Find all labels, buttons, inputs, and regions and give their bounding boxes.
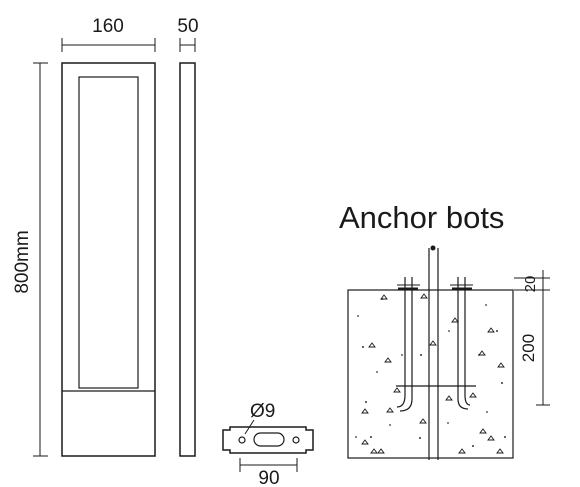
anchor-bolt-left bbox=[396, 277, 413, 412]
top-dimension-label: 20 bbox=[522, 276, 539, 293]
base-plate-view: Ø9 90 bbox=[222, 401, 314, 487]
embed-dimension-label: 200 bbox=[519, 334, 538, 362]
anchor-section-view: Anchor bots bbox=[339, 200, 550, 460]
front-view: 160 800mm bbox=[12, 16, 156, 457]
height-dimension-label: 800mm bbox=[12, 230, 33, 293]
concrete-aggregate-pattern bbox=[355, 298, 506, 447]
mounting-hole-left bbox=[238, 436, 246, 444]
mounting-hole-right bbox=[292, 436, 300, 444]
light-window bbox=[78, 76, 139, 389]
bollard-body-outline bbox=[61, 62, 156, 457]
cable-slot bbox=[253, 432, 285, 447]
plate-width-dimension-label: 90 bbox=[258, 468, 279, 487]
concrete-block bbox=[347, 289, 514, 459]
width-dimension-label: 160 bbox=[92, 16, 124, 37]
depth-dimension-label: 50 bbox=[177, 16, 198, 37]
anchor-bolt-right bbox=[457, 277, 471, 410]
side-profile-outline bbox=[179, 62, 196, 457]
anchor-section-title: Anchor bots bbox=[339, 200, 504, 235]
hole-diameter-label: Ø9 bbox=[250, 401, 275, 422]
cable-end-icon bbox=[430, 245, 436, 251]
concrete-triangle-pattern bbox=[361, 293, 505, 454]
base-plate-outline bbox=[222, 426, 314, 454]
side-view: 50 bbox=[177, 16, 199, 457]
